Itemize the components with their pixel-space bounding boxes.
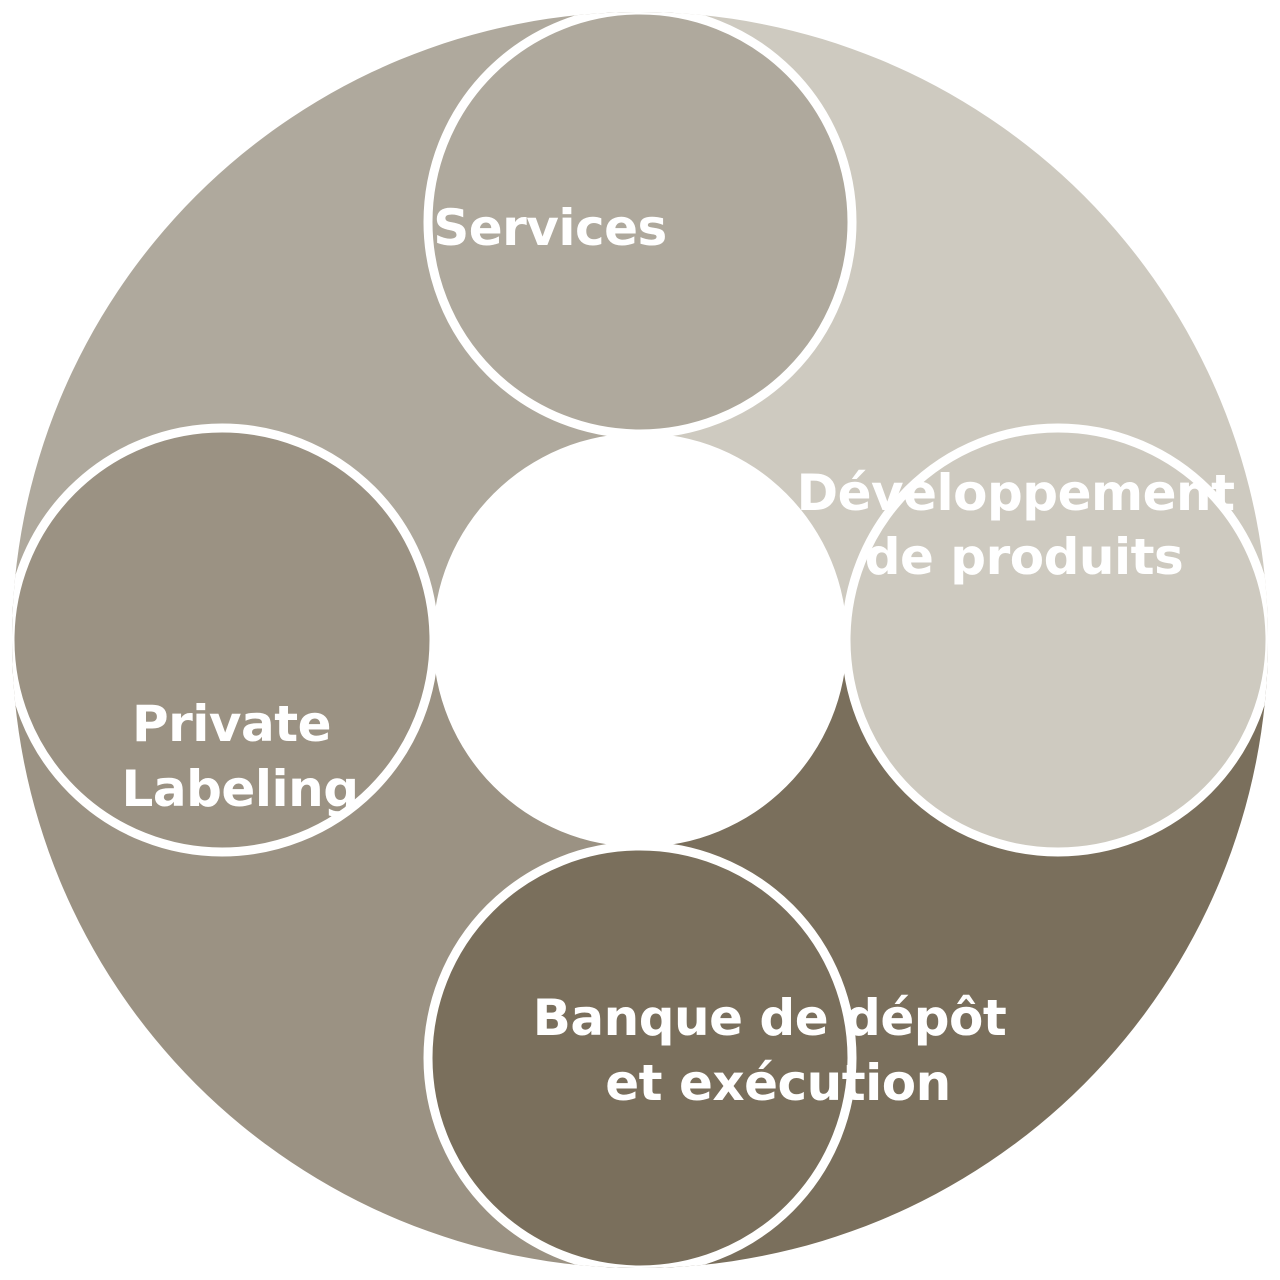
center-hole xyxy=(433,433,847,847)
label-developpement: Développement de produits xyxy=(797,464,1252,586)
label-banque: Banque de dépôt et exécution xyxy=(533,989,1023,1112)
label-private-labeling: Private Labeling xyxy=(122,695,359,818)
label-services: Services xyxy=(433,199,667,257)
